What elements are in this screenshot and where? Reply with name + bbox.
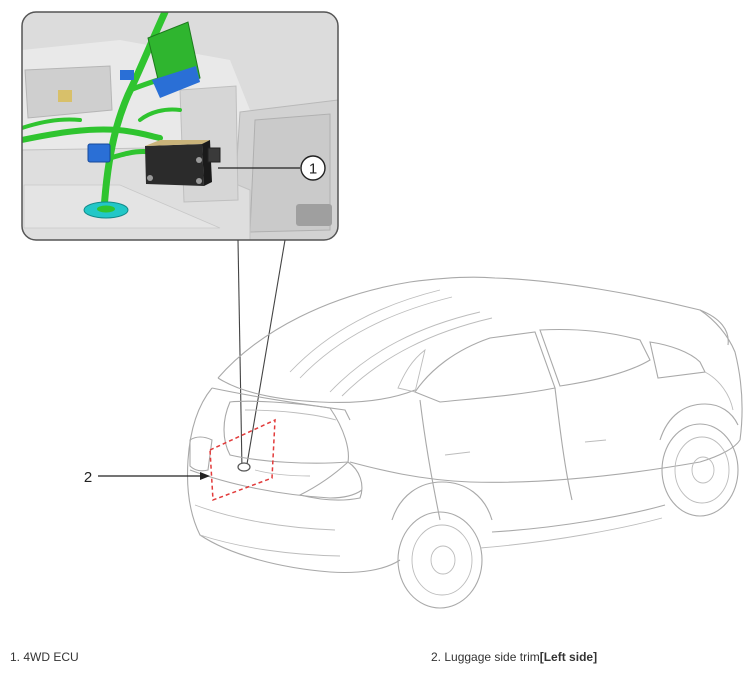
zoom-leader-lines [237,239,286,471]
vehicle-drawing [187,276,743,609]
legend-item-1: 1. 4WD ECU [10,650,79,664]
legend-item-2-bold: [Left side] [539,650,598,664]
4wd-ecu-shape [145,140,221,186]
callout-number-2: 2 [84,469,92,486]
luggage-trim-highlight [209,418,276,502]
callout-number-1: 1 [309,161,317,178]
legend-item-2: 2. Luggage side trim[Left side] [431,650,597,664]
parts-location-diagram: 1 [21,11,743,609]
detail-inset: 1 [21,11,339,241]
legend-item-2-text: 2. Luggage side trim [431,650,540,664]
callout-2: 2 [84,469,210,486]
